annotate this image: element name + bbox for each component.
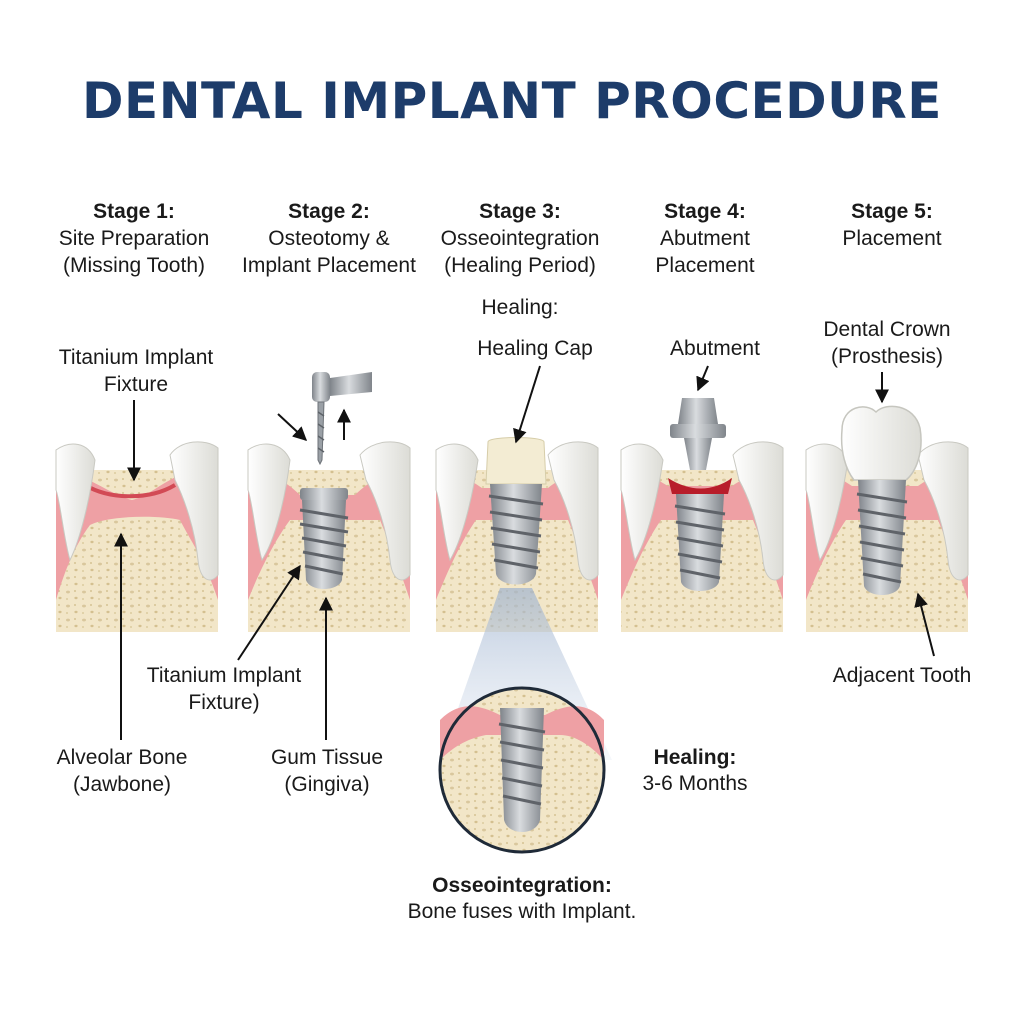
label-abutment: Abutment <box>615 335 815 362</box>
label-healing-time-value: 3-6 Months <box>595 770 795 797</box>
panel-3-osseointegration <box>436 438 612 853</box>
label-dental-crown: Dental Crown (Prosthesis) <box>787 316 987 370</box>
abutment-part <box>670 398 726 470</box>
label-osseointegration-text: Bone fuses with Implant. <box>372 898 672 925</box>
label-healing-heading: Healing: <box>420 294 620 321</box>
implant-fixture <box>489 484 543 585</box>
dental-crown <box>842 406 921 480</box>
drill-arrow-down <box>278 414 306 440</box>
dental-drill-icon <box>312 372 372 464</box>
label-titanium-fixture-top: Titanium Implant Fixture <box>36 344 236 398</box>
panel-4-abutment <box>621 398 783 632</box>
healing-cap <box>486 438 546 485</box>
label-osseointegration-heading: Osseointegration: <box>372 872 672 899</box>
panel-1-site-preparation <box>56 442 218 632</box>
zoom-detail-circle <box>440 688 604 852</box>
label-titanium-fixture-mid: Titanium Implant Fixture) <box>124 662 324 716</box>
label-gum-tissue: Gum Tissue (Gingiva) <box>227 744 427 798</box>
panel-2-osteotomy <box>248 372 410 632</box>
panel-5-crown <box>806 406 968 632</box>
label-healing-time-heading: Healing: <box>595 744 795 771</box>
label-alveolar-bone: Alveolar Bone (Jawbone) <box>22 744 222 798</box>
implant-fixture <box>300 488 348 589</box>
implant-fixture <box>857 480 907 595</box>
label-adjacent-tooth: Adjacent Tooth <box>802 662 1002 689</box>
label-healing-cap: Healing Cap <box>435 335 635 362</box>
implant-fixture <box>675 494 725 591</box>
